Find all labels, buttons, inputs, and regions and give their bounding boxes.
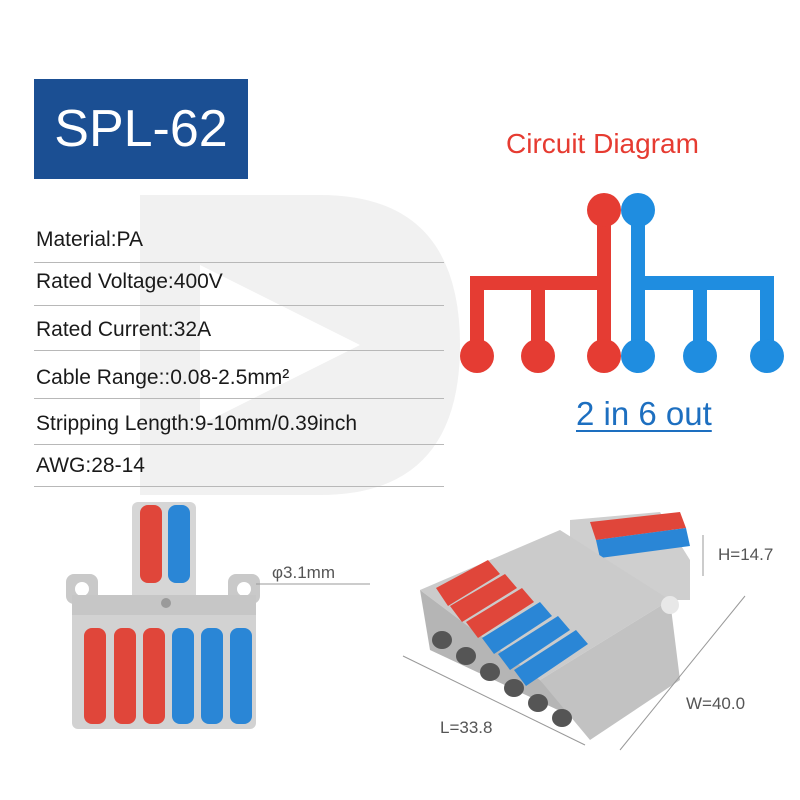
blue-branch (693, 276, 707, 356)
width-dimension-label: W=40.0 (686, 694, 746, 713)
red-circuit (460, 193, 621, 373)
spec-divider (34, 444, 444, 445)
blue-output-terminal (750, 339, 784, 373)
spec-divider (34, 262, 444, 263)
blue-output-terminal (683, 339, 717, 373)
spec-material: Material:PA (36, 228, 143, 251)
input-lever-blue (168, 505, 190, 583)
spec-current: Rated Current:32A (36, 318, 212, 341)
spec-awg: AWG:28-14 (36, 454, 145, 477)
hole-diameter-label: φ3.1mm (272, 563, 335, 582)
spec-cable-range: Cable Range::0.08-2.5mm² (36, 366, 290, 389)
spec-divider (34, 350, 444, 351)
blue-output-terminal (621, 339, 655, 373)
spec-voltage: Rated Voltage:400V (36, 270, 223, 293)
red-input-terminal (587, 193, 621, 227)
spec-divider (34, 305, 444, 306)
circuit-title: Circuit Diagram (506, 128, 699, 159)
model-label: SPL-62 (54, 100, 228, 158)
circuit-caption: 2 in 6 out (576, 395, 712, 432)
model-title: SPL-62 (34, 79, 248, 179)
red-output-terminal (460, 339, 494, 373)
spec-divider (34, 486, 444, 487)
blue-circuit (621, 193, 784, 373)
height-dimension-label: H=14.7 (718, 545, 774, 564)
input-lever-red (140, 505, 162, 583)
spec-divider (34, 398, 444, 399)
watermark-logo (140, 195, 460, 495)
blue-branch (760, 276, 774, 356)
spec-stripping-length: Stripping Length:9-10mm/0.39inch (36, 412, 358, 435)
blue-input-terminal (621, 193, 655, 227)
length-dimension-label: L=33.8 (440, 718, 493, 737)
red-output-terminal (587, 339, 621, 373)
red-branch (470, 276, 484, 356)
red-output-terminal (521, 339, 555, 373)
red-branch (531, 276, 545, 356)
